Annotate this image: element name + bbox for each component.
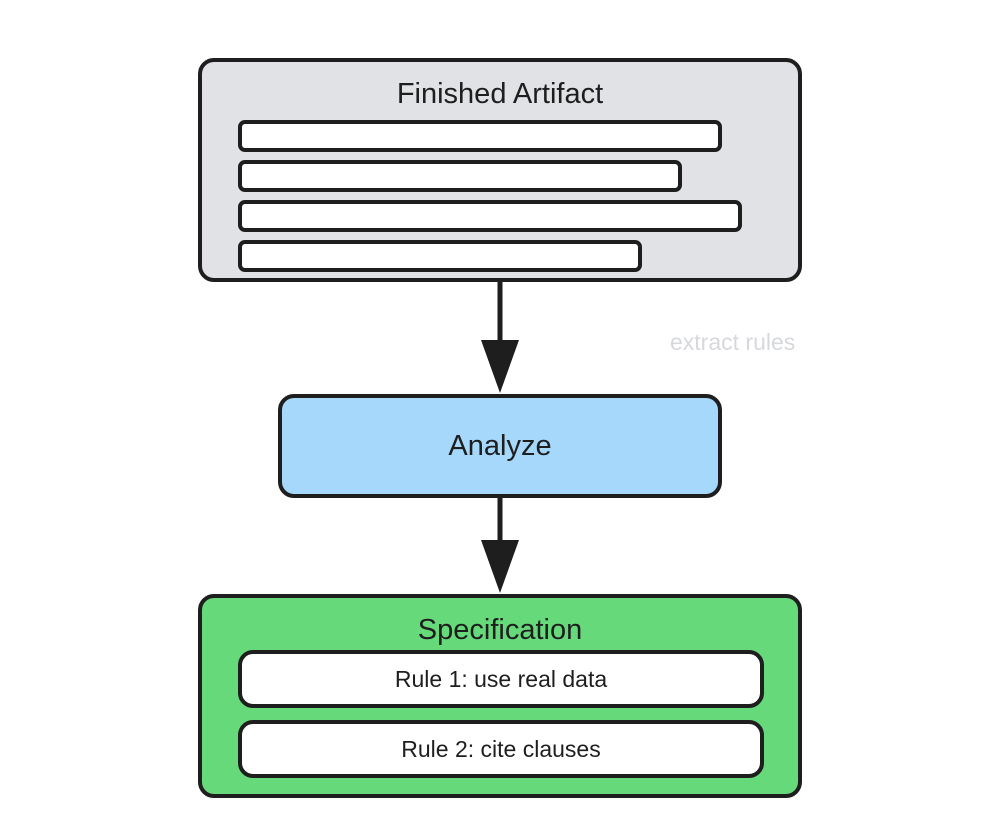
analyze-node: Analyze bbox=[278, 394, 722, 498]
extract-rules-edge-label: extract rules bbox=[670, 329, 796, 355]
text-line-placeholder bbox=[238, 240, 642, 272]
text-line-placeholder bbox=[238, 200, 742, 232]
specification-title: Specification bbox=[417, 614, 583, 646]
finished-artifact-node: Finished Artifact bbox=[198, 58, 802, 282]
text-line-placeholder bbox=[238, 160, 682, 192]
rule-item: Rule 2: cite clauses bbox=[238, 720, 764, 778]
finished-artifact-title: Finished Artifact bbox=[396, 78, 604, 110]
analyze-title: Analyze bbox=[448, 430, 552, 462]
text-line-placeholder bbox=[238, 120, 722, 152]
arrow-artifact-to-analyze-head bbox=[481, 340, 519, 393]
arrow-analyze-to-spec-head bbox=[481, 540, 519, 593]
specification-node: Specification Rule 1: use real data Rule… bbox=[198, 594, 802, 798]
rule-item: Rule 1: use real data bbox=[238, 650, 764, 708]
